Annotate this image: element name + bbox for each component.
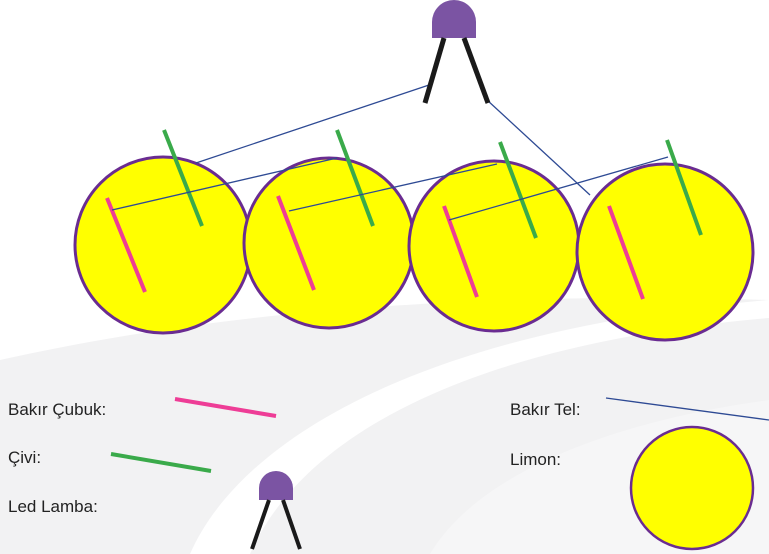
legend-lemon-swatch xyxy=(629,425,755,551)
nail-4 xyxy=(665,139,703,236)
copper-rod-3 xyxy=(442,205,479,298)
nail-3 xyxy=(498,141,538,239)
lemon-4 xyxy=(575,162,755,342)
led-lamp xyxy=(422,0,491,104)
legend-led-icon xyxy=(250,471,302,550)
copper-rod-4 xyxy=(607,205,645,300)
legend-nail-swatch xyxy=(110,452,212,473)
legend-copper-wire-label: Bakır Tel: xyxy=(510,400,581,419)
lemon-2 xyxy=(242,156,416,330)
nail-2 xyxy=(335,129,375,227)
legend-copper-rod-label: Bakır Çubuk: xyxy=(8,400,107,419)
lemon-3 xyxy=(407,159,581,333)
copper-wires xyxy=(111,83,669,221)
legend-copper-wire-swatch xyxy=(605,397,769,421)
nail-1 xyxy=(162,129,204,227)
legend-nail-label: Çivi: xyxy=(8,448,42,467)
legend-led-label: Led Lamba: xyxy=(8,497,98,516)
legend-lemon-label: Limon: xyxy=(510,450,562,469)
copper-rod-1 xyxy=(105,197,147,293)
copper-rod-2 xyxy=(276,195,316,291)
legend-copper-rod-swatch xyxy=(174,397,277,418)
